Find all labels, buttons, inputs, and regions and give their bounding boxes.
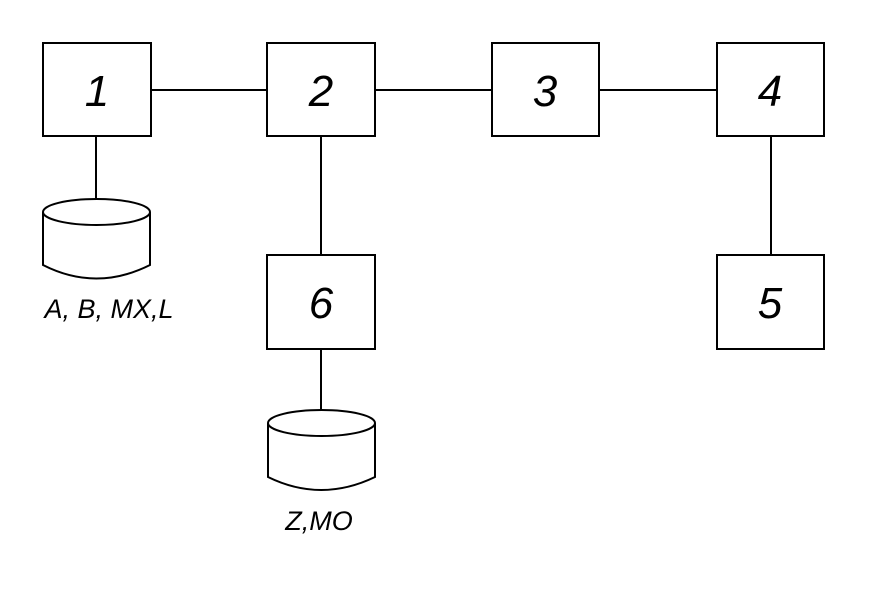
edges xyxy=(95,89,772,410)
database-label: Z,MO xyxy=(284,506,353,536)
database-top-icon xyxy=(42,198,151,226)
database-cylinder-icon xyxy=(42,212,151,280)
node-box xyxy=(491,42,600,137)
node-2: 2 xyxy=(266,42,376,137)
node-label: 1 xyxy=(85,67,109,116)
node-label: 3 xyxy=(533,67,558,116)
node-1: 1 xyxy=(42,42,152,137)
database-label: A, B, MX,L xyxy=(42,294,173,324)
database-cylinder-icon xyxy=(267,423,376,491)
node-5: 5 xyxy=(716,254,825,350)
node-box xyxy=(716,254,825,350)
node-4: 4 xyxy=(716,42,825,137)
node-label: 5 xyxy=(758,279,783,328)
node-box xyxy=(42,42,152,137)
database-1: A, B, MX,L xyxy=(42,198,174,324)
node-label: 4 xyxy=(758,67,782,116)
node-label: 2 xyxy=(308,67,333,116)
node-3: 3 xyxy=(491,42,600,137)
node-label: 6 xyxy=(309,279,334,328)
node-6: 6 xyxy=(266,254,376,350)
node-box xyxy=(266,254,376,350)
database-top-icon xyxy=(267,409,376,437)
database-6: Z,MO xyxy=(267,409,376,536)
node-box xyxy=(716,42,825,137)
node-box xyxy=(266,42,376,137)
